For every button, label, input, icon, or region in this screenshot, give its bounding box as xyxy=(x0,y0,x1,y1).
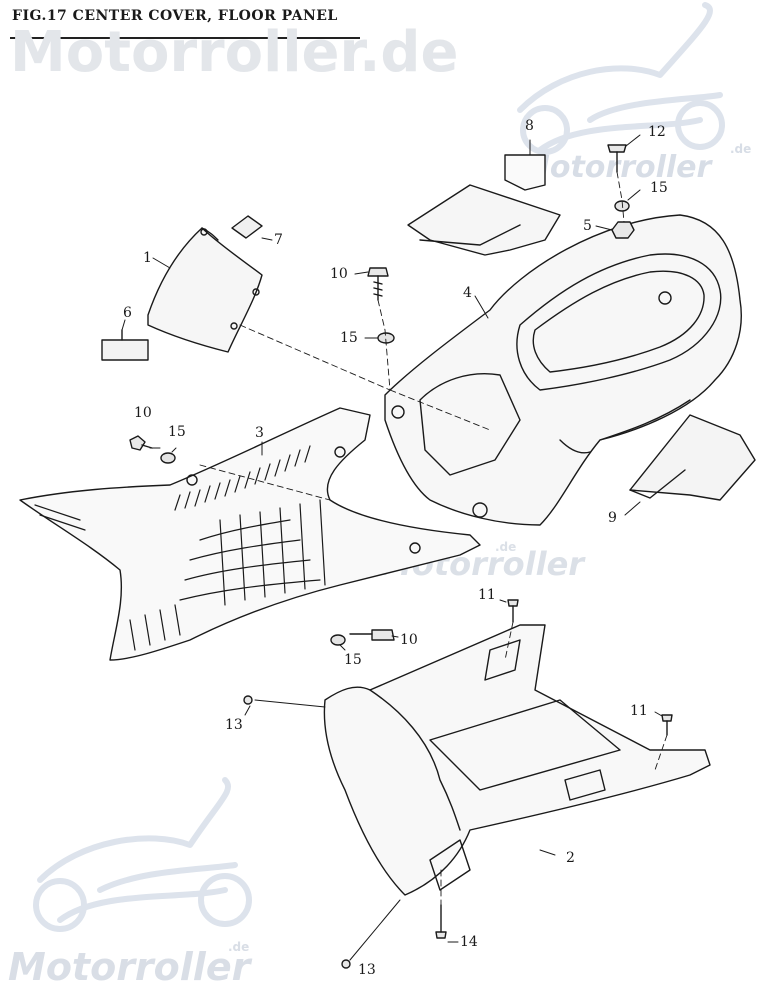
part-10-bolt-left xyxy=(129,435,153,451)
callout-3: 3 xyxy=(255,425,264,441)
watermark-brand-top: Motorroller xyxy=(520,150,712,185)
watermark-scooter-bottom xyxy=(33,777,252,932)
leader-lines xyxy=(121,134,663,961)
callout-15-top: 15 xyxy=(650,180,668,196)
watermark-tld-bottom: .de xyxy=(228,940,250,954)
part-2-lower-cover xyxy=(323,624,711,896)
part-8-bracket xyxy=(407,154,561,256)
callout-11-top: 11 xyxy=(478,587,496,603)
watermark-text: Motorroller.de xyxy=(10,20,459,85)
dashed-alignment-lines xyxy=(199,171,668,906)
watermark-tld-middle: .de xyxy=(495,540,517,554)
watermark-brand-bottom: Motorroller xyxy=(8,945,251,989)
callout-10-lower: 10 xyxy=(400,632,418,648)
watermark-scooter-top xyxy=(517,2,725,155)
part-15-washer-lower xyxy=(330,634,346,646)
part-15-washer-left xyxy=(160,452,176,464)
callout-15-left: 15 xyxy=(168,424,186,440)
part-11-screw-top xyxy=(507,599,519,623)
callout-10-upper: 10 xyxy=(330,266,348,282)
part-13-screw-left xyxy=(243,695,253,705)
callout-15-lower: 15 xyxy=(344,652,362,668)
callout-12: 12 xyxy=(648,124,666,140)
callout-14: 14 xyxy=(460,934,478,950)
callout-7: 7 xyxy=(274,232,283,248)
part-11-screw-right xyxy=(661,714,673,736)
callout-4: 4 xyxy=(463,285,472,301)
callout-6: 6 xyxy=(123,305,132,321)
title-underline xyxy=(10,37,360,39)
part-13-screw-bottom xyxy=(341,959,351,969)
callout-2: 2 xyxy=(566,850,575,866)
callout-1: 1 xyxy=(143,250,152,266)
callout-9: 9 xyxy=(608,510,617,526)
part-10-bolt-upper xyxy=(367,267,389,301)
part-1-center-cover xyxy=(147,227,263,353)
part-4-body-frame xyxy=(384,214,742,526)
part-3-floor-panel xyxy=(19,407,481,661)
part-15-washer-top xyxy=(614,200,630,212)
callout-8: 8 xyxy=(525,118,534,134)
part-12-screw xyxy=(607,144,627,173)
watermark-tld-top: .de xyxy=(730,142,752,156)
figure-title: FIG.17 CENTER COVER, FLOOR PANEL xyxy=(12,8,338,24)
callout-15-upper: 15 xyxy=(340,330,358,346)
part-9-side-piece xyxy=(629,414,756,501)
part-6-sticker xyxy=(101,329,149,361)
part-10-bolt-lower xyxy=(349,629,395,641)
callout-5: 5 xyxy=(583,218,592,234)
callout-13-bottom: 13 xyxy=(358,962,376,978)
part-7-label xyxy=(231,215,263,239)
callout-13-left: 13 xyxy=(225,717,243,733)
part-14-screw xyxy=(435,904,447,939)
callout-11-right: 11 xyxy=(630,703,648,719)
callout-10-left: 10 xyxy=(134,405,152,421)
